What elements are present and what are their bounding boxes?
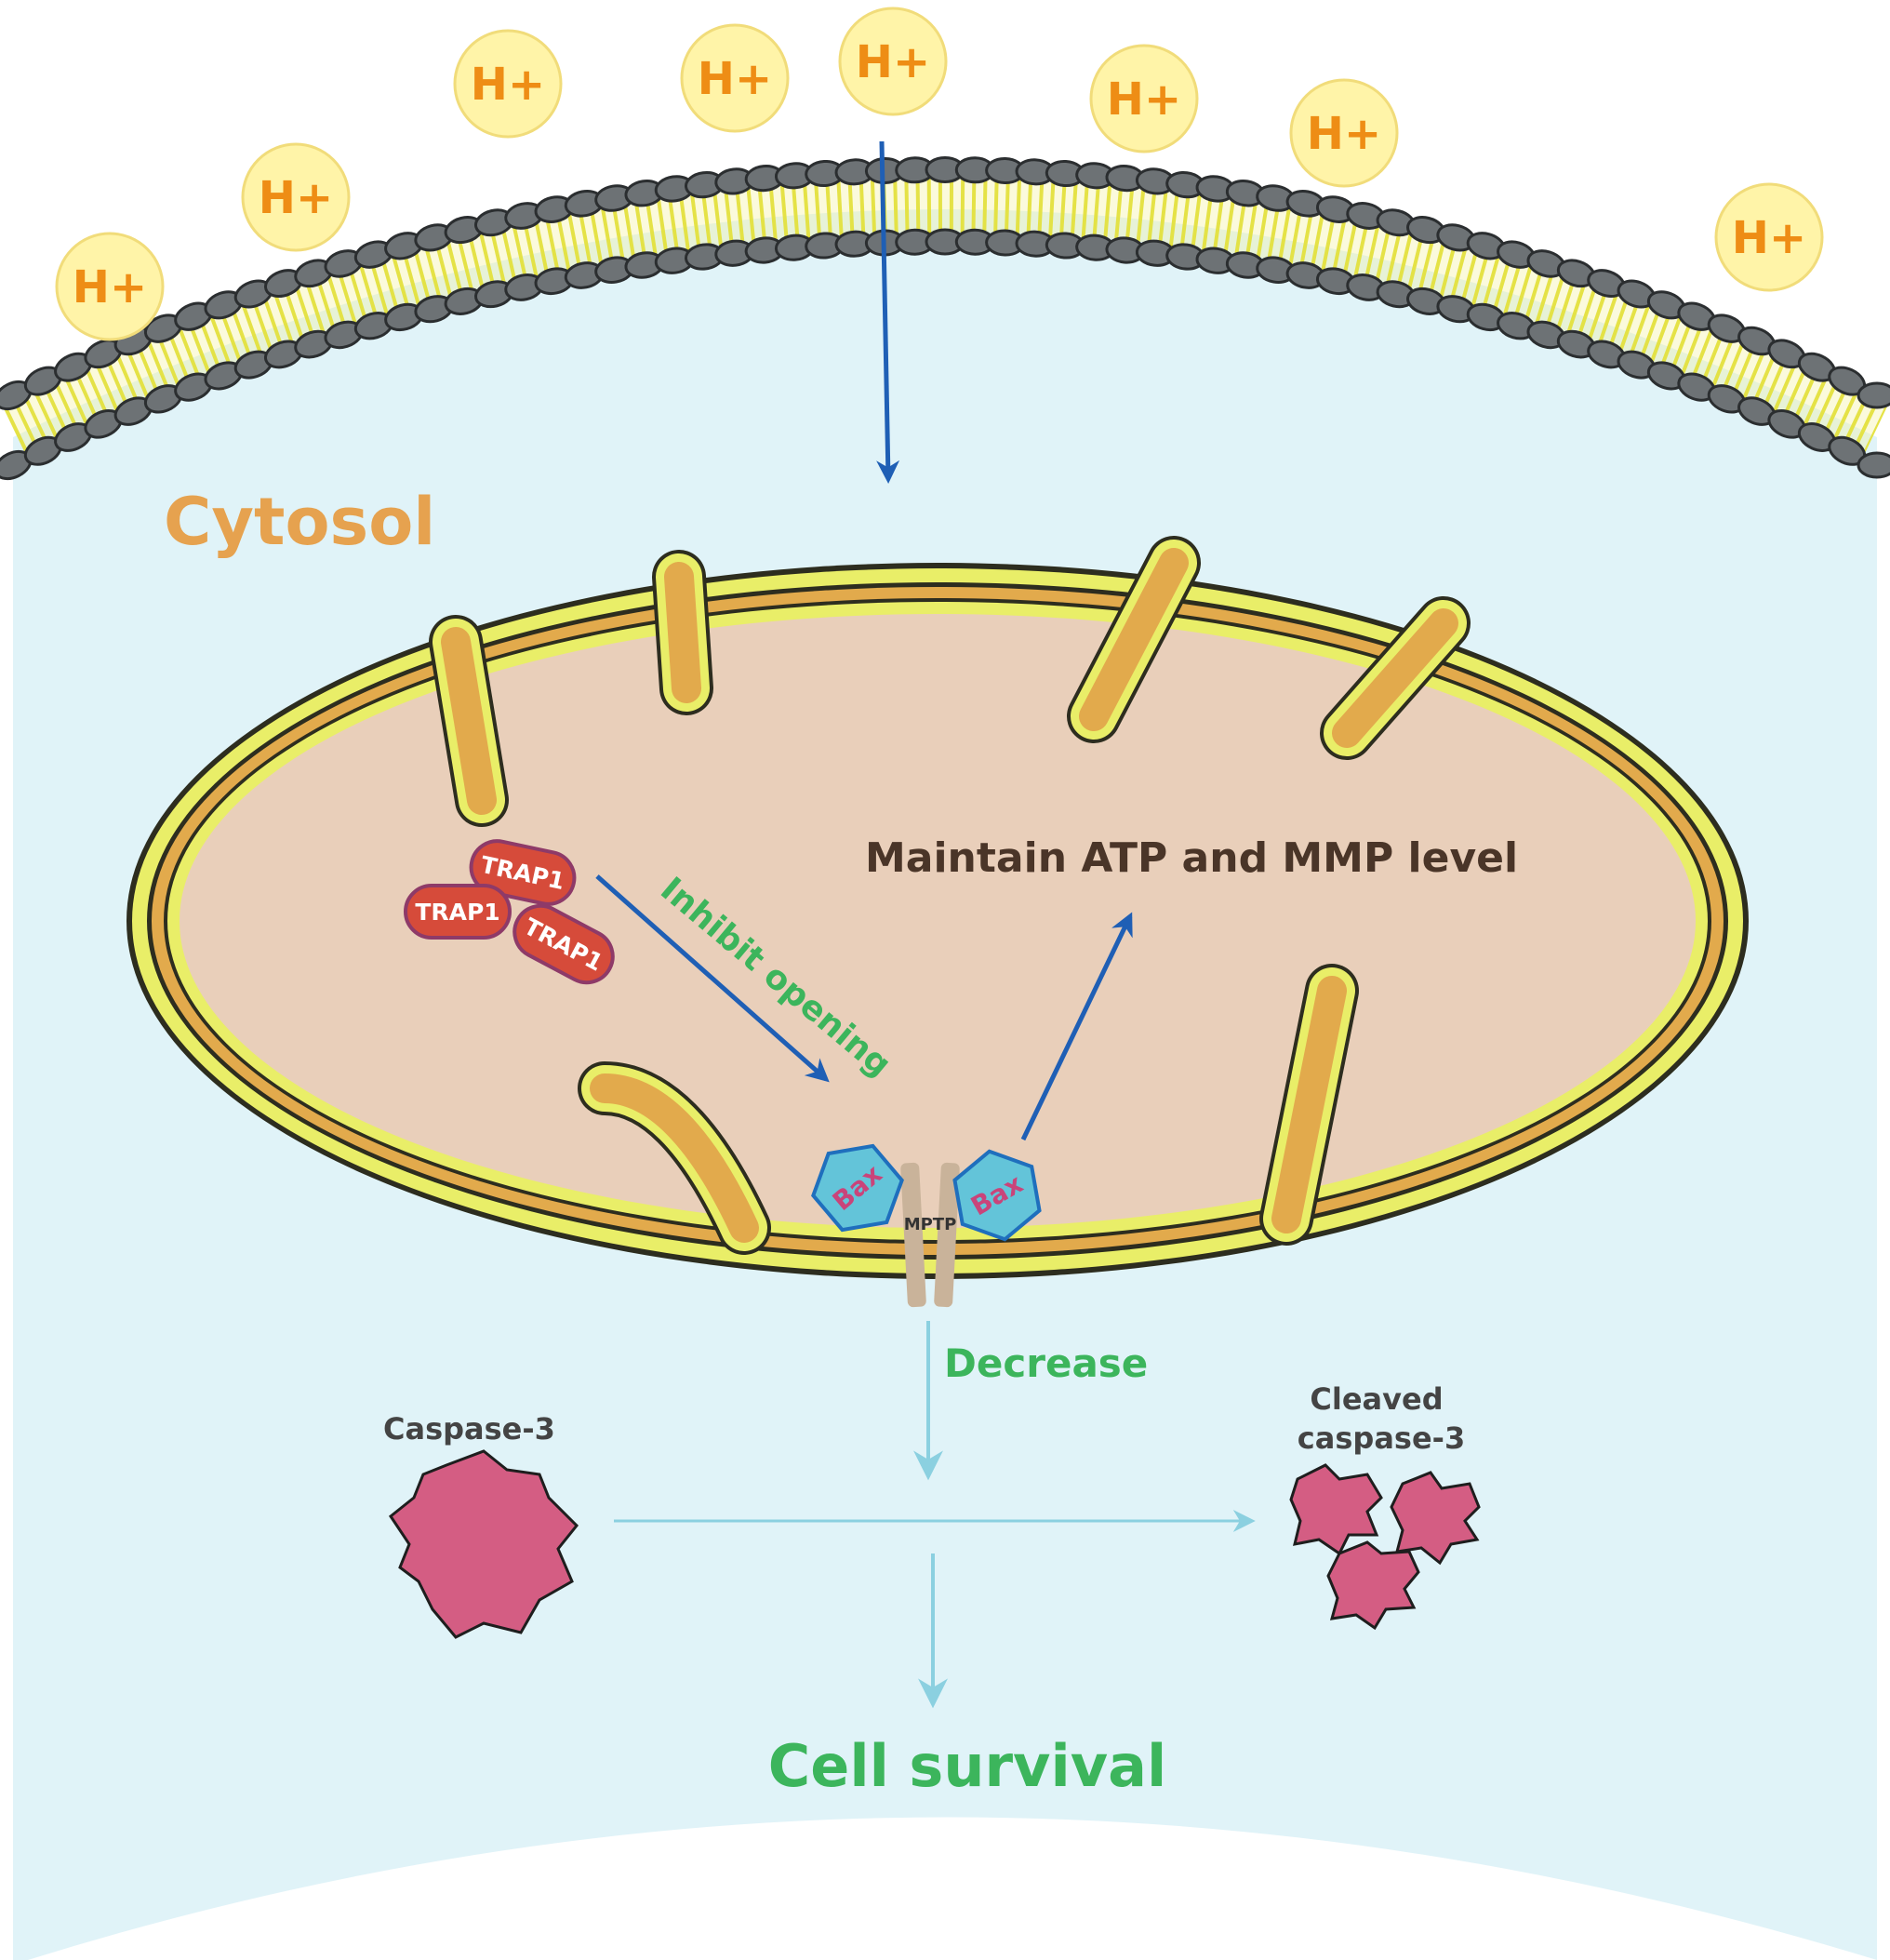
proton-ion-circle [453,29,563,139]
proton-ion-label: H+ [259,172,333,224]
trap1-protein: TRAP1 [404,884,512,940]
decrease-label: Decrease [944,1340,1148,1386]
proton-ion-circle [55,232,165,341]
proton-ion: H+ [241,142,351,252]
proton-ion: H+ [1714,182,1824,292]
caspase3-protein [388,1449,579,1639]
proton-ion-label: H+ [471,59,545,111]
proton-ion-label: H+ [698,53,772,105]
proton-ion-circle [1289,78,1399,188]
mptp-label: MPTP [904,1215,957,1234]
crista-6-core [1271,976,1347,1233]
membrane-head-inner [1857,451,1890,479]
crista-2-core [664,562,701,703]
proton-ion-label: H+ [1732,212,1806,264]
crista-5-core [590,1073,759,1243]
trap1-label: TRAP1 [415,899,499,926]
proton-ion: H+ [453,29,563,139]
cleaved-fragment [1326,1540,1420,1631]
bax-protein-left: Bax [811,1143,904,1233]
mitochondrion [126,536,1749,1279]
maintain-arrow [1020,912,1133,1141]
maintain-label: Maintain ATP and MMP level [865,834,1518,882]
trap1-group: TRAP1 TRAP1 TRAP1 [404,839,615,985]
crista-1-core [441,627,497,815]
caspase3-label: Caspase-3 [383,1411,555,1447]
entry-arrow [876,140,900,484]
bax-protein-right: Bax [952,1149,1042,1242]
proton-ion-circle [241,142,351,252]
proton-ion-circle [838,7,948,116]
cleaved-fragment [1390,1471,1481,1566]
cleaved-caspase3-fragments [1289,1463,1481,1631]
proton-ion-circle [680,23,790,133]
inhibit-arrow [595,874,830,1083]
crista-4-core [1332,608,1458,748]
proton-ion-label: H+ [1107,73,1181,126]
proton-ion: H+ [1289,78,1399,188]
membrane-head-outer [1857,381,1890,409]
cell-membrane [0,156,1890,481]
proton-ion: H+ [680,23,790,133]
mptp-right-bar [934,1162,960,1308]
proton-ion: H+ [55,232,165,341]
lower-arc-region [28,1817,1877,1960]
cleaved-fragment [1289,1463,1383,1556]
proton-ion: H+ [1089,44,1199,153]
mptp-left-bar [900,1162,926,1308]
proton-ion-label: H+ [856,36,930,88]
proton-ion-circle [1714,182,1824,292]
cleaved-caspase3-label-1: Cleaved [1310,1381,1443,1417]
cytosol-label: Cytosol [164,484,435,560]
proton-ion-circle [1089,44,1199,153]
mptp-channel: MPTP [900,1162,960,1308]
crista-3-core [1079,548,1189,731]
cleaved-caspase3-label-2: caspase-3 [1298,1420,1465,1456]
cell-survival-label: Cell survival [768,1732,1166,1800]
proton-ions: H+ H+ H+ H+ H+ H+ H+ H+ [55,7,1824,341]
membrane-tail-band-light [1,178,1889,453]
proton-ion-label: H+ [73,261,147,313]
proton-ion: H+ [838,7,948,116]
proton-ion-label: H+ [1307,108,1381,160]
cristae [429,536,1471,1255]
